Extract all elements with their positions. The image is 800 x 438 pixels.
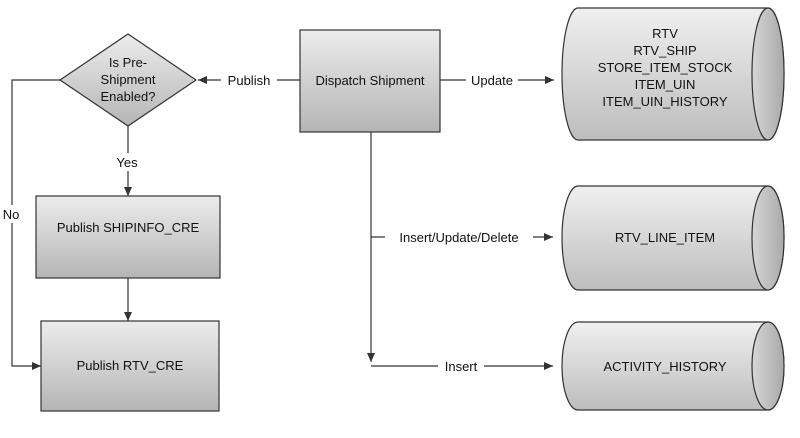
datastore-main-line-5: ITEM_UIN_HISTORY [602,94,728,109]
decision-line-3: Enabled? [101,89,156,104]
label-publish: Publish [228,73,271,88]
datastore-line-item-cap [751,185,785,291]
label-update: Update [471,73,513,88]
label-no: No [3,207,20,222]
datastore-main-line-2: RTV_SHIP [633,43,696,58]
process-dispatch-shipment: Dispatch Shipment [299,29,441,133]
shipinfo-box [35,195,221,279]
datastore-rtv-line-item: RTV_LINE_ITEM [561,185,785,291]
decision-pre-shipment: Is Pre- Shipment Enabled? [58,33,198,127]
decision-diamond [58,33,198,127]
datastore-line-item-label: RTV_LINE_ITEM [615,230,715,245]
datastore-main-line-1: RTV [652,26,678,41]
datastore-activity-label: ACTIVITY_HISTORY [603,359,726,374]
edge-labels: Publish Update Yes No Insert/Update/Dele… [1,71,533,375]
rtv-cre-box [40,320,220,412]
decision-line-1: Is Pre- [109,55,147,70]
label-insert-update-delete: Insert/Update/Delete [399,230,518,245]
rtv-cre-label: Publish RTV_CRE [77,358,184,373]
datastore-activity-history: ACTIVITY_HISTORY [561,321,785,411]
label-yes: Yes [116,155,138,170]
decision-line-2: Shipment [101,72,156,87]
datastore-activity-cap [751,321,785,411]
dispatch-label: Dispatch Shipment [315,73,424,88]
dispatch-box [299,29,441,133]
shipinfo-label: Publish SHIPINFO_CRE [57,220,200,235]
label-insert: Insert [445,359,478,374]
datastore-main: RTV RTV_SHIP STORE_ITEM_STOCK ITEM_UIN I… [561,7,785,141]
process-publish-rtv: Publish RTV_CRE [40,320,220,412]
process-publish-shipinfo: Publish SHIPINFO_CRE [35,195,221,279]
datastore-main-line-3: STORE_ITEM_STOCK [598,60,733,75]
datastore-main-cap [751,7,785,141]
datastore-main-line-4: ITEM_UIN [635,77,696,92]
